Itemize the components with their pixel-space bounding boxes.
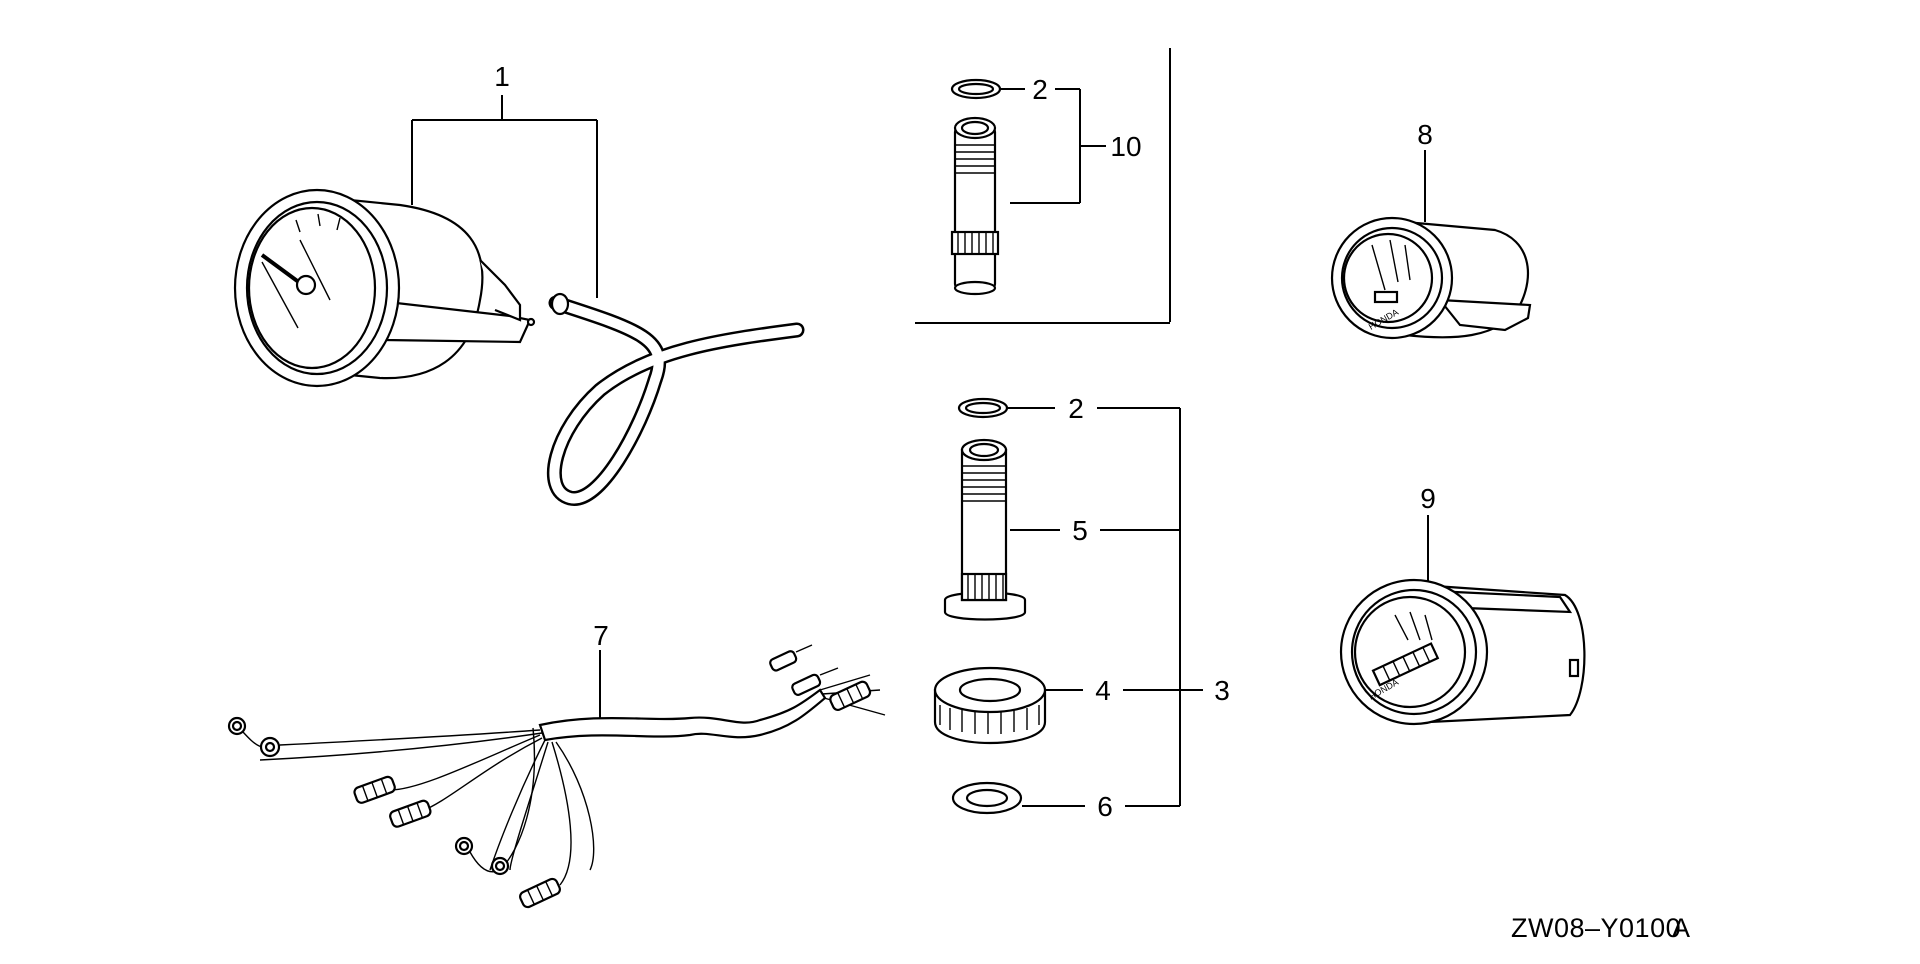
callout-3: 3 <box>1214 675 1230 706</box>
callout-2-lower: 2 <box>1068 393 1084 424</box>
part-6-washer <box>951 781 1023 815</box>
part-1-gauge-assembly <box>233 188 805 506</box>
callout-2-upper: 2 <box>1032 74 1048 105</box>
harness-sheath <box>538 688 827 742</box>
callout-1: 1 <box>494 61 510 92</box>
callout-9: 9 <box>1420 483 1436 514</box>
leader-1 <box>411 95 598 298</box>
part-4-nut <box>933 666 1047 744</box>
part-9-gauge: HONDA <box>1339 578 1586 726</box>
callout-5: 5 <box>1072 515 1088 546</box>
part-2-oring-upper <box>950 78 1002 100</box>
diagram-revision: A <box>1672 913 1691 943</box>
callout-7: 7 <box>593 620 609 651</box>
diagram-part-code: ZW08–Y0100 <box>1511 913 1681 943</box>
part-10-fitting-upper <box>950 116 1000 296</box>
leader-2-10 <box>1000 88 1106 204</box>
callout-4: 4 <box>1095 675 1111 706</box>
leader-2-5-4-6-3 <box>1008 407 1203 807</box>
section-frame <box>915 48 1171 324</box>
part-2-oring-lower <box>957 397 1009 419</box>
part-8-gauge: HONDA <box>1330 216 1532 340</box>
part-7-wire-harness <box>227 644 886 909</box>
callout-8: 8 <box>1417 119 1433 150</box>
callout-6: 6 <box>1097 791 1113 822</box>
callout-10: 10 <box>1110 131 1141 162</box>
part-5-fitting-lower <box>943 438 1027 621</box>
